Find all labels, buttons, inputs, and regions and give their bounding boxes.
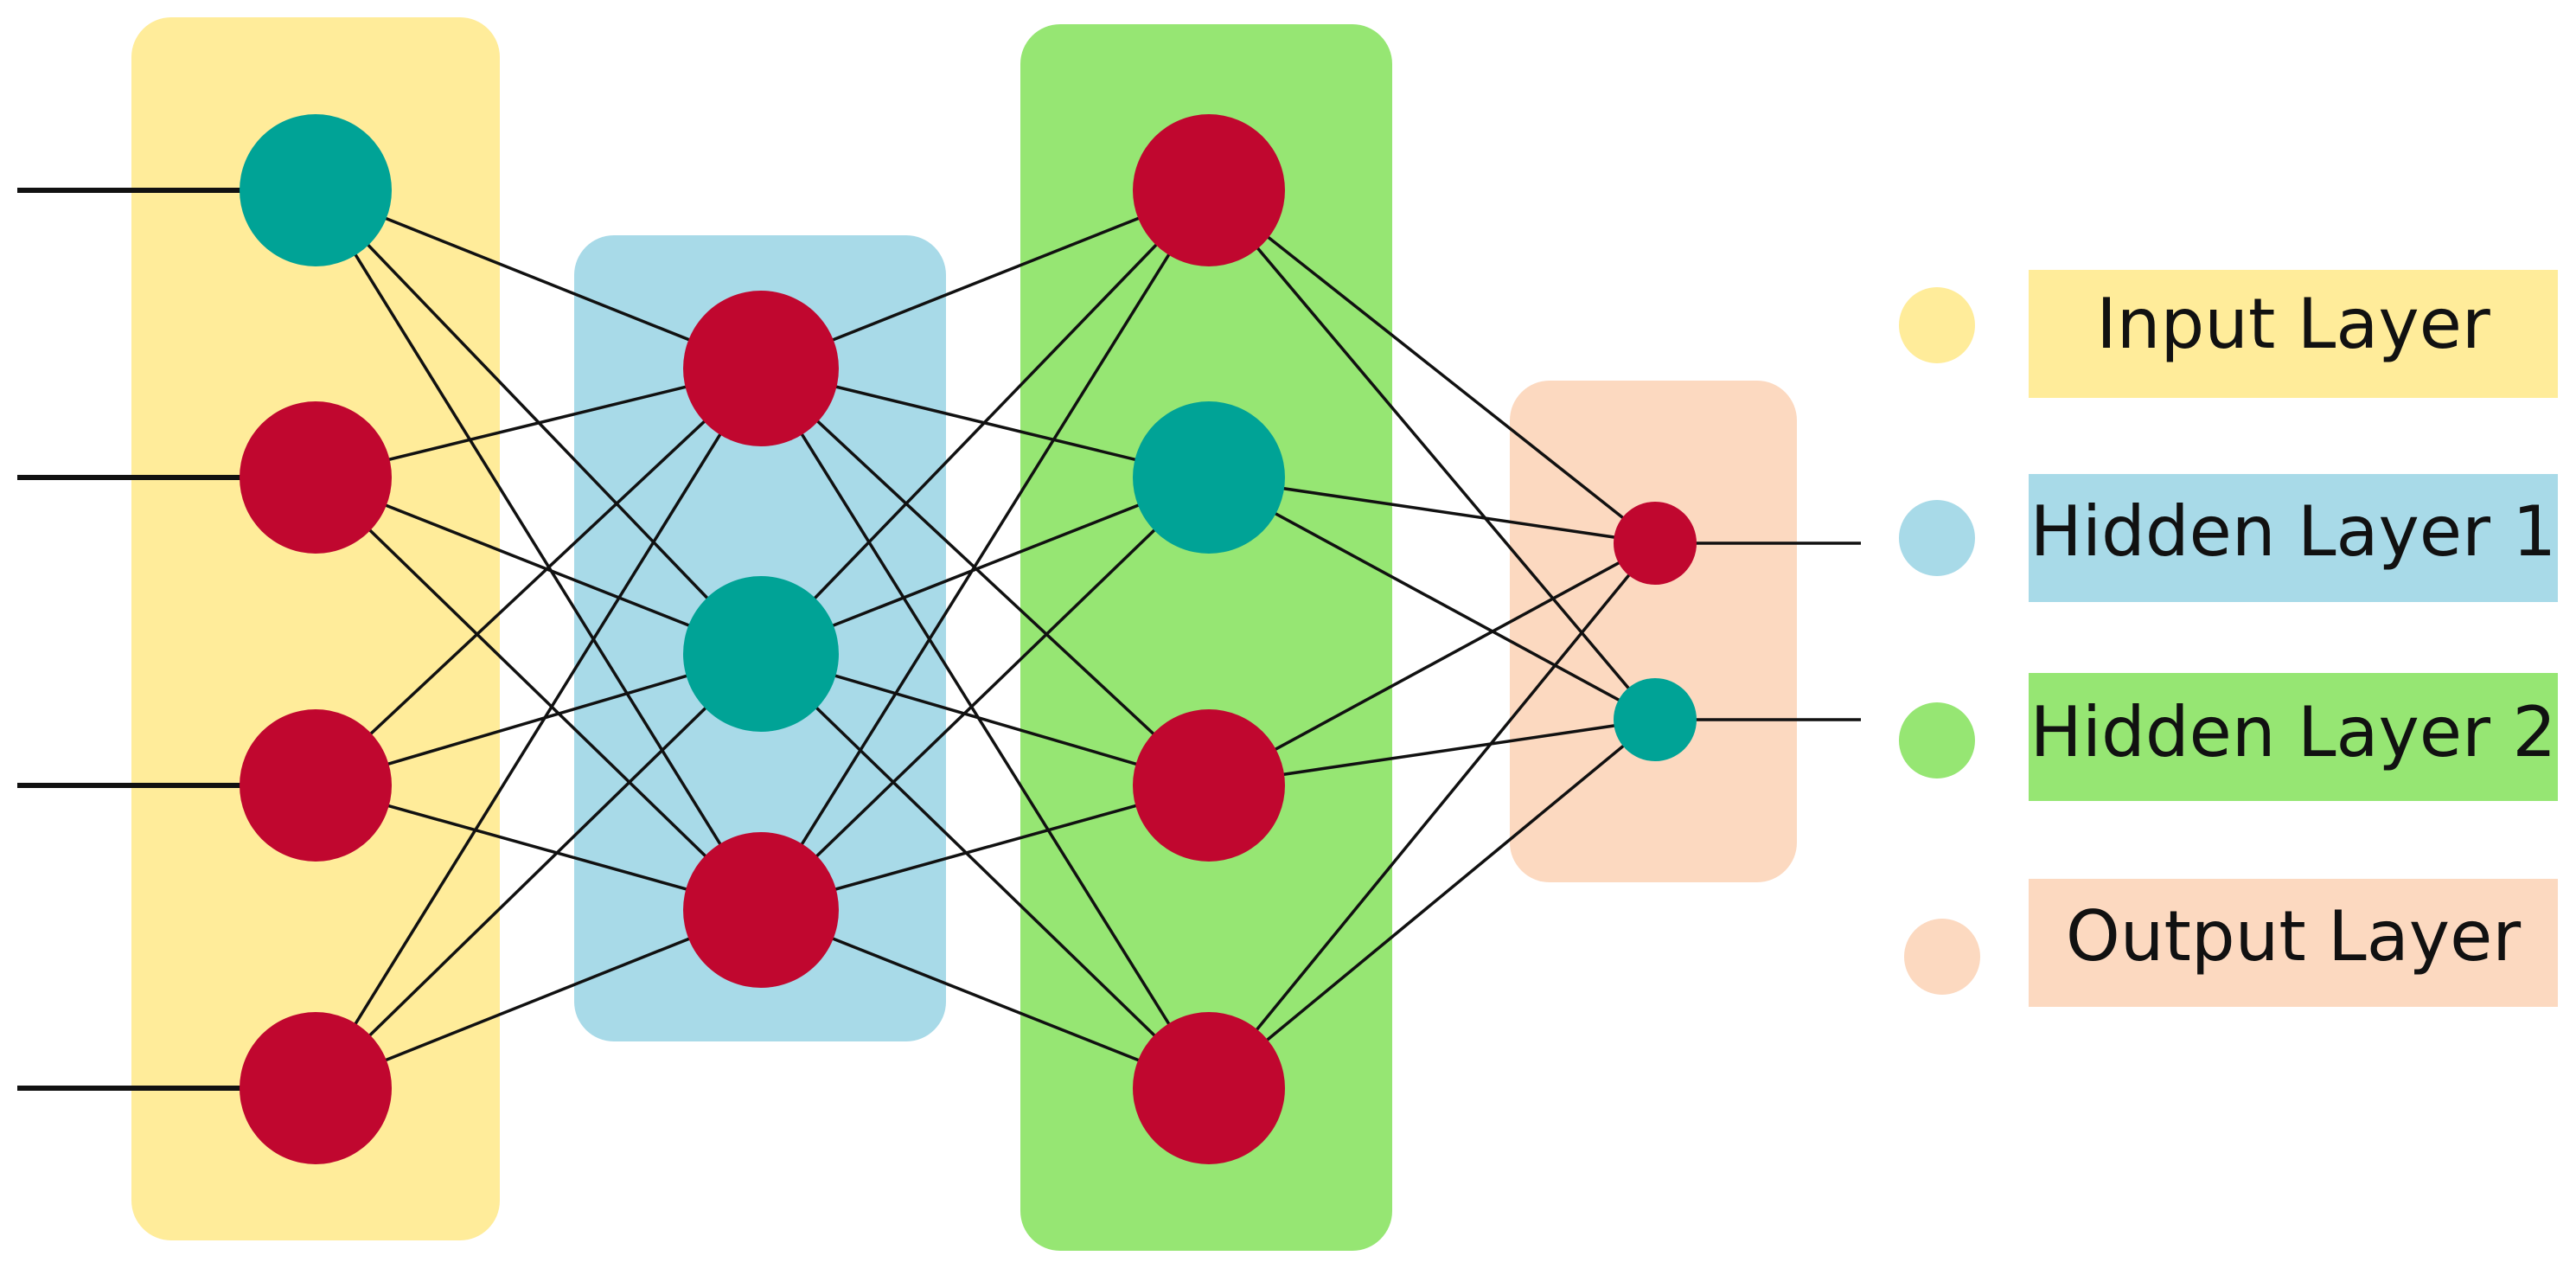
connection-hidden-layer-1-2-to-0 [759, 189, 1211, 911]
neurons [240, 114, 1697, 1164]
hidden-layer-2-neuron-1 [1133, 401, 1285, 554]
input-layer-background [131, 17, 500, 1240]
legend-label-input-layer: Input Layer [2096, 284, 2490, 364]
input-layer-neuron-1 [240, 401, 392, 554]
connection-hidden-layer-1-0-to-2 [759, 367, 1211, 787]
input-layer-neuron-2 [240, 709, 392, 862]
input-layer-neuron-0 [240, 114, 392, 266]
hidden-layer-2-neuron-2 [1133, 709, 1285, 862]
output-layer-background [1510, 381, 1797, 882]
hidden-layer-2-neuron-3 [1133, 1012, 1285, 1164]
legend-swatch-hidden-layer-1 [1899, 500, 1975, 576]
hidden-layer-1-neuron-0 [683, 291, 839, 446]
hidden-layer-1-neuron-1 [683, 576, 839, 732]
connection-hidden-layer-2-0-to-1 [1207, 189, 1657, 721]
legend-label-output-layer: Output Layer [2066, 896, 2521, 977]
connection-hidden-layer-1-0-to-0 [760, 189, 1210, 370]
legend-label-box-hidden-layer-1 [2029, 474, 2558, 602]
legend-swatch-output-layer [1904, 919, 1980, 995]
legend: Input Layer Hidden Layer 1 Hidden Layer … [1899, 270, 2558, 1007]
connection-input-layer-2-to-0 [314, 367, 763, 787]
input-layer-neuron-3 [240, 1012, 392, 1164]
output-layer-neuron-0 [1614, 502, 1697, 585]
output-layer-neuron-1 [1614, 678, 1697, 761]
legend-swatch-hidden-layer-2 [1899, 702, 1975, 778]
connection-hidden-layer-1-1-to-1 [760, 476, 1210, 656]
hidden-layer-2-neuron-0 [1133, 114, 1285, 266]
legend-item-hidden-layer-2: Hidden Layer 2 [1899, 673, 2558, 801]
connection-hidden-layer-2-2-to-0 [1208, 541, 1656, 787]
hidden-layer-2-background [1020, 24, 1392, 1251]
legend-item-hidden-layer-1: Hidden Layer 1 [1899, 474, 2558, 602]
connection-hidden-layer-2-0-to-0 [1207, 189, 1657, 545]
connections [314, 189, 1657, 1090]
connection-hidden-layer-1-1-to-0 [759, 189, 1211, 656]
connection-input-layer-3-to-0 [314, 368, 763, 1089]
legend-label-box-output-layer [2029, 879, 2558, 1007]
connection-input-layer-1-to-1 [315, 476, 762, 656]
legend-label-box-hidden-layer-2 [2029, 673, 2558, 801]
connection-input-layer-3-to-1 [314, 652, 763, 1090]
connection-hidden-layer-1-1-to-3 [759, 652, 1211, 1090]
connection-hidden-layer-1-2-to-1 [759, 476, 1211, 912]
legend-label-hidden-layer-2: Hidden Layer 2 [2030, 692, 2557, 772]
hidden-layer-1-neuron-2 [683, 832, 839, 988]
layer-backgrounds [131, 17, 1797, 1251]
connection-input-layer-1-to-2 [314, 476, 763, 912]
connection-input-layer-0-to-0 [315, 189, 762, 370]
connection-hidden-layer-2-3-to-1 [1207, 718, 1657, 1090]
connection-input-layer-0-to-2 [314, 189, 763, 911]
connection-hidden-layer-1-0-to-3 [759, 368, 1211, 1089]
connection-input-layer-3-to-2 [315, 908, 762, 1090]
legend-label-hidden-layer-1: Hidden Layer 1 [2030, 491, 2557, 572]
connection-hidden-layer-2-3-to-0 [1207, 541, 1657, 1090]
connection-hidden-layer-2-1-to-1 [1208, 476, 1656, 721]
legend-swatch-input-layer [1899, 287, 1975, 363]
legend-label-box-input-layer [2029, 270, 2558, 398]
legend-item-output-layer: Output Layer [1904, 879, 2558, 1007]
legend-item-input-layer: Input Layer [1899, 270, 2558, 398]
connection-hidden-layer-1-2-to-3 [760, 908, 1210, 1090]
